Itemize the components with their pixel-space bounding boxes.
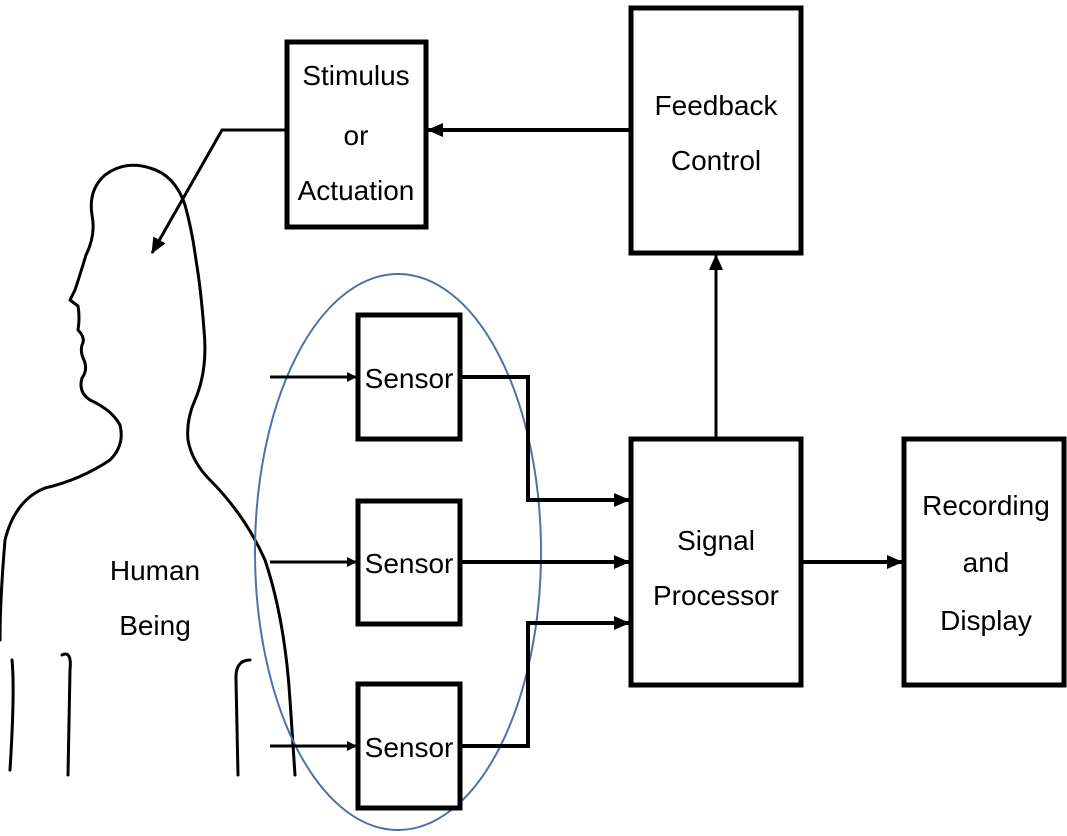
feedback-control-block: Feedback Control [631, 8, 801, 253]
signal-processor-line1: Signal [677, 525, 755, 556]
stimulus-line1: Stimulus [302, 60, 409, 91]
sensor-1-to-processor-arrow [460, 377, 629, 500]
recording-line1: Recording [922, 490, 1050, 521]
feedback-line1: Feedback [655, 90, 779, 121]
recording-line3: Display [940, 605, 1032, 636]
sensor-block-3: Sensor [358, 684, 460, 808]
sensor-label-3: Sensor [365, 732, 454, 763]
feedback-box [631, 8, 801, 253]
sensor-label-2: Sensor [365, 548, 454, 579]
sensor-block-1: Sensor [358, 315, 460, 439]
stimulus-line2: or [344, 120, 369, 151]
signal-processor-box [631, 439, 801, 685]
signal-processor-line2: Processor [653, 580, 779, 611]
recording-display-block: Recording and Display [904, 439, 1064, 685]
sensor-block-2: Sensor [358, 501, 460, 624]
stimulus-actuation-block: Stimulus or Actuation [287, 42, 426, 227]
stimulus-to-human-arrow [152, 130, 287, 253]
human-silhouette [0, 165, 295, 775]
human-label-line1: Human [110, 555, 200, 586]
feedback-line2: Control [671, 145, 761, 176]
recording-line2: and [963, 547, 1010, 578]
stimulus-line3: Actuation [298, 175, 415, 206]
sensor-3-to-processor-arrow [460, 623, 629, 746]
signal-processor-block: Signal Processor [631, 439, 801, 685]
sensor-label-1: Sensor [365, 363, 454, 394]
human-label-line2: Being [119, 610, 191, 641]
